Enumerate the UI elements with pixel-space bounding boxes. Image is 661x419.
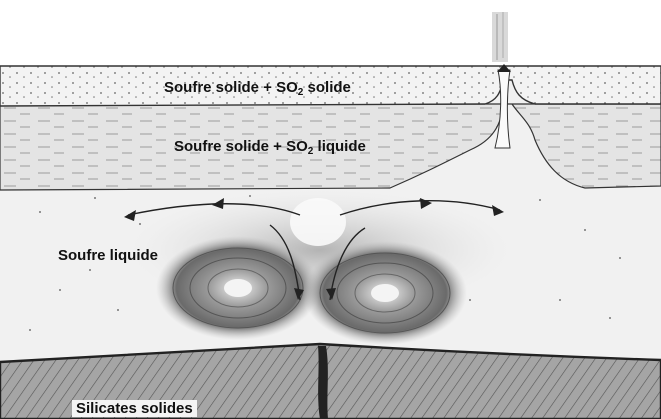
label-1-prefix: Soufre solide + SO (164, 79, 298, 96)
upwelling-core (290, 198, 346, 246)
sky-area (0, 0, 661, 66)
label-solid-sulfur-solid-so2: Soufre solide + SO2 solide (164, 80, 351, 98)
plume (492, 12, 508, 62)
silicate-crack (318, 346, 328, 419)
right-vortex (303, 241, 467, 345)
label-2-prefix: Soufre solide + SO (174, 138, 308, 155)
label-1-suffix: solide (303, 79, 351, 96)
label-solid-sulfur-liquid-so2: Soufre solide + SO2 liquide (174, 139, 366, 157)
label-liquid-sulfur: Soufre liquide (54, 246, 162, 265)
left-vortex (156, 236, 320, 340)
label-solid-silicates: Silicates solides (72, 400, 197, 417)
label-2-suffix: liquide (313, 138, 366, 155)
